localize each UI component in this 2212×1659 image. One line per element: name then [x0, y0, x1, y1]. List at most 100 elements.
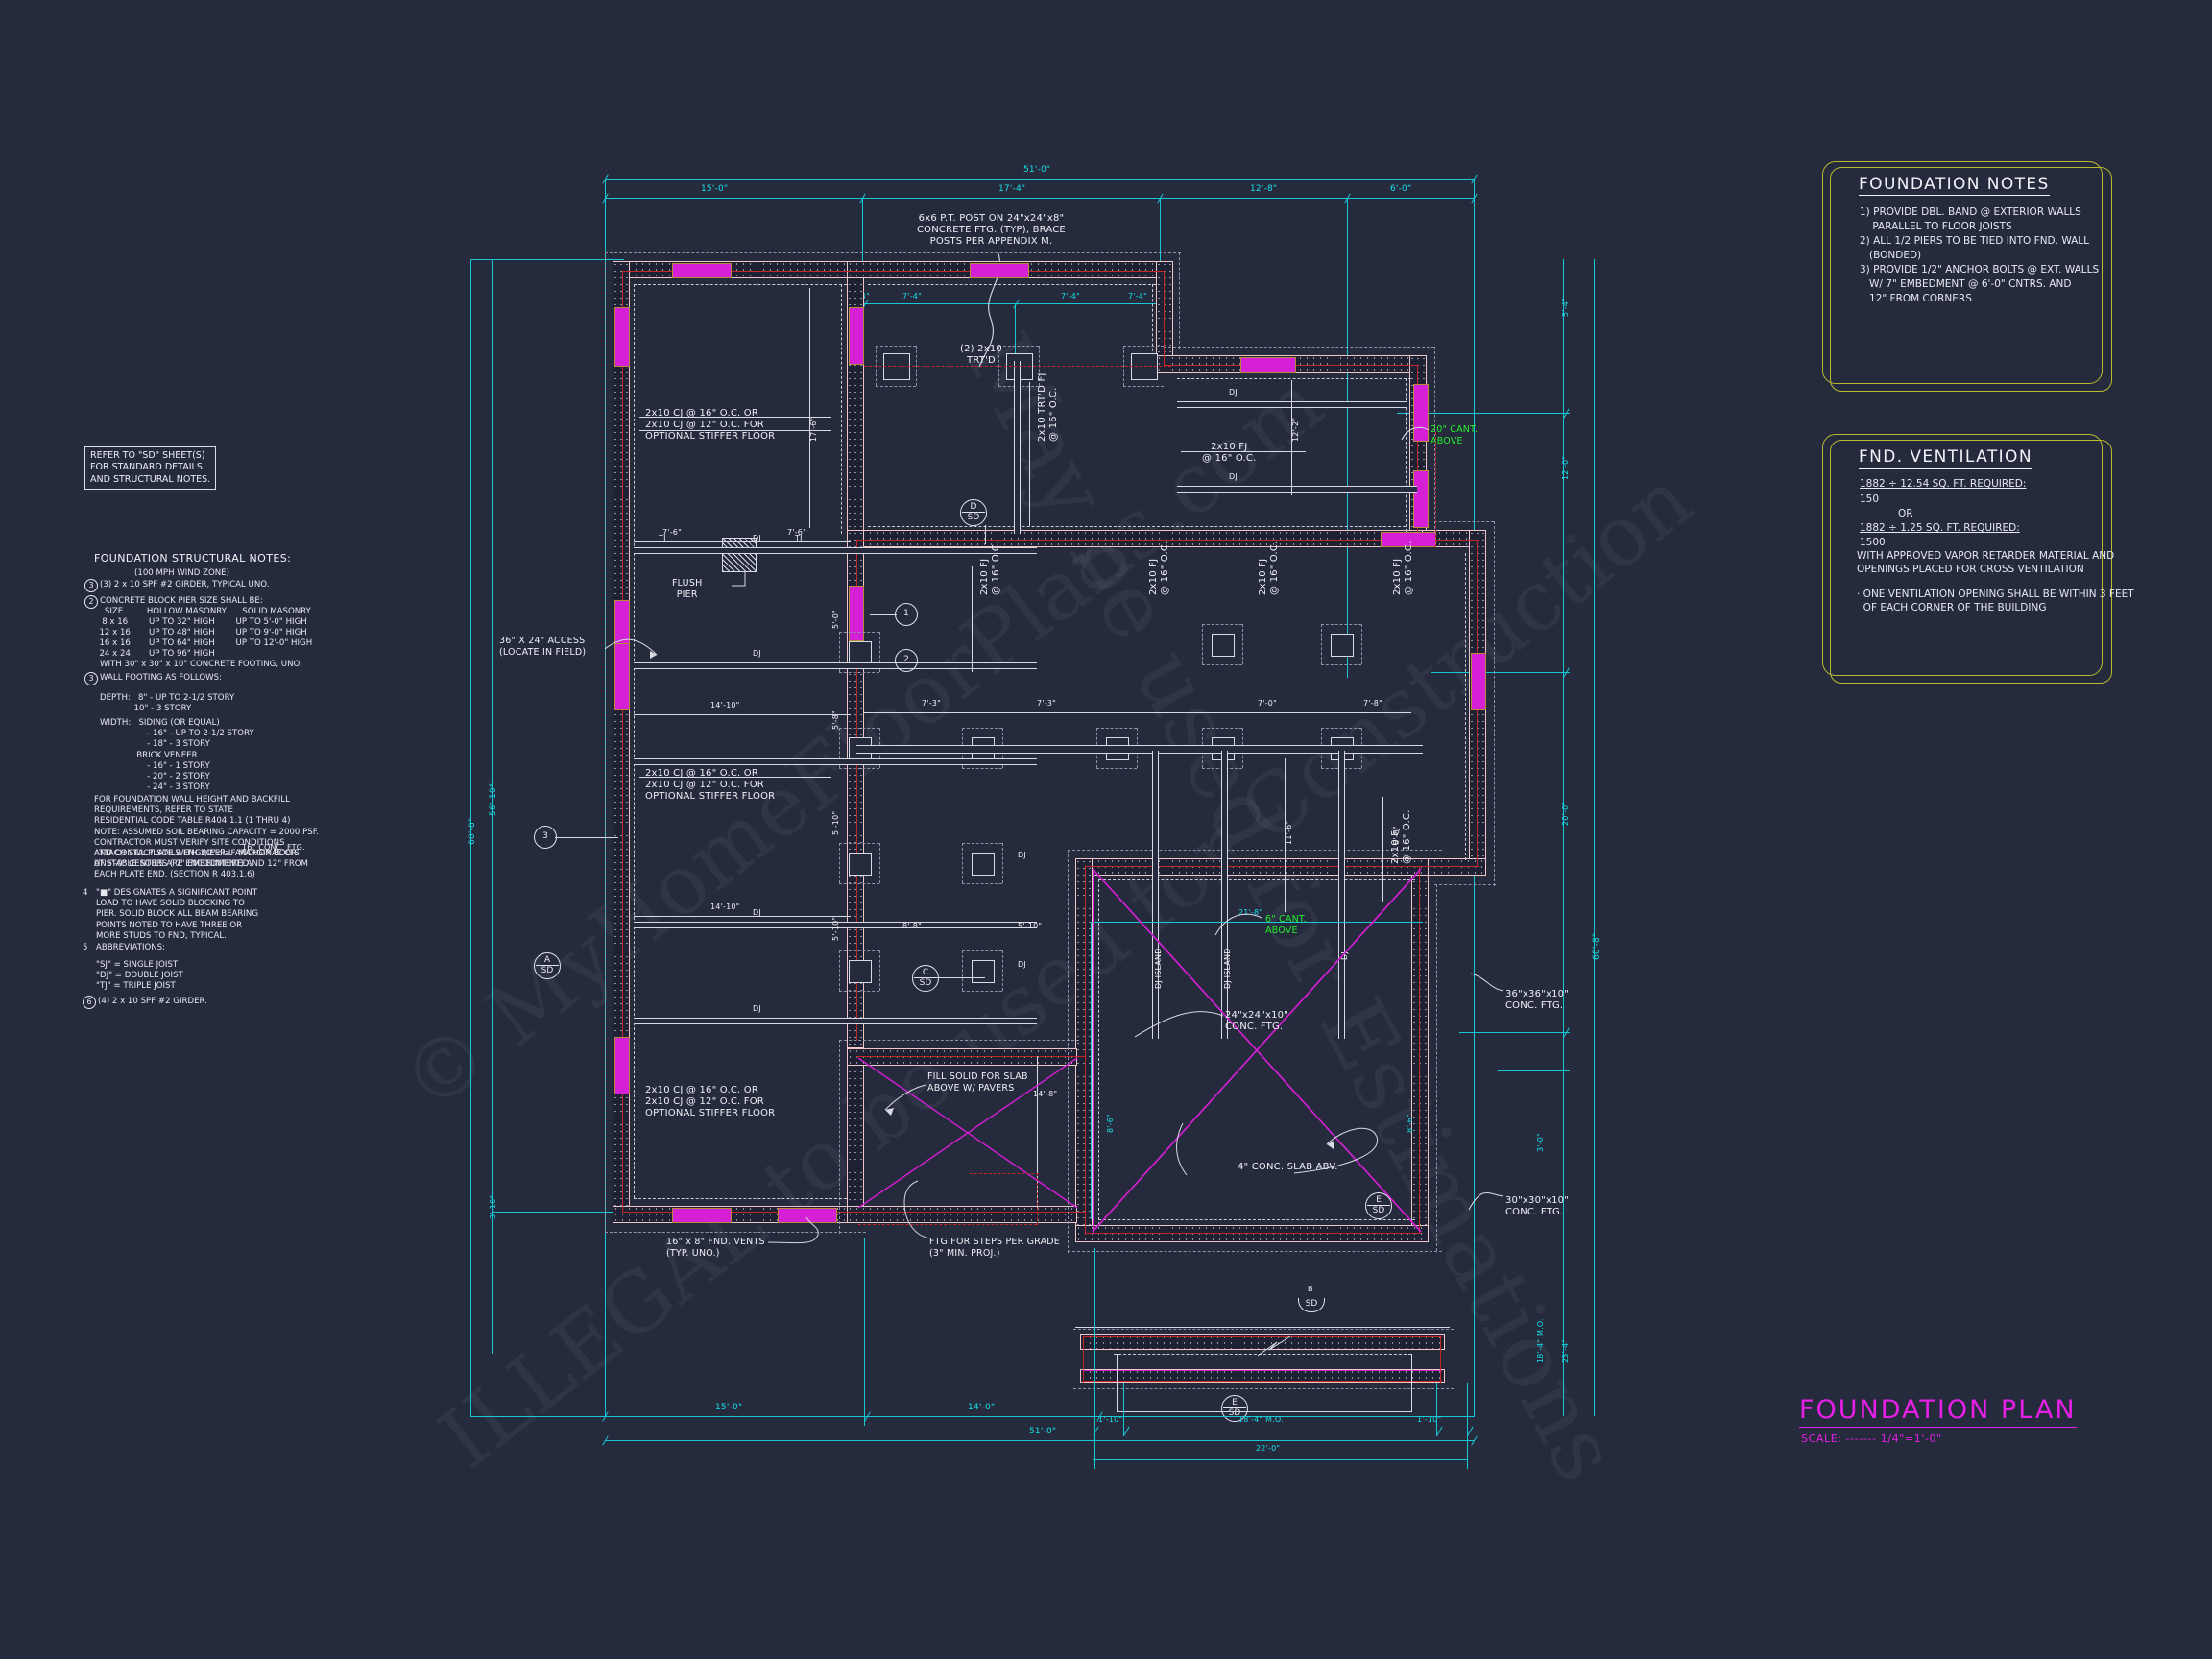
label-dj: DJ: [753, 908, 761, 917]
dim-12-2: 12'-2": [1291, 417, 1300, 442]
label-dj: DJ: [1018, 851, 1026, 859]
detail-bubble-E[interactable]: E SD: [1365, 1192, 1392, 1219]
dim-top-1: 17'-4": [998, 184, 1026, 194]
structural-note-4: "■" DESIGNATES A SIGNIFICANT POINT LOAD …: [96, 888, 259, 941]
dim-7-0: 7'-0": [1258, 699, 1277, 708]
bubble-id: E: [1232, 1398, 1238, 1407]
label-fj-16-left-v: 2x10 FJ @ 16" O.C.: [979, 541, 1002, 596]
pier: [972, 960, 995, 983]
pier-table-head: SIZE HOLLOW MASONRY SOLID MASONRY: [94, 607, 311, 616]
detail-bubble-3[interactable]: 3: [534, 826, 557, 849]
label-slab: 4" CONC. SLAB ABV.: [1238, 1162, 1338, 1172]
dim-top-sub-1: 7'-4": [1061, 292, 1080, 301]
refer-to-sd-box: REFER TO "SD" SHEET(S) FOR STANDARD DETA…: [84, 446, 217, 491]
dim-7-6-b: 7'-6": [787, 528, 806, 537]
dim-bottom-1: 14'-0": [968, 1403, 996, 1412]
detail-bubble-2[interactable]: 2: [895, 649, 918, 672]
detail-bubble-A[interactable]: A SD: [534, 952, 561, 979]
label-dj: DJ: [753, 1004, 761, 1013]
bubble-id: C: [922, 968, 929, 977]
dim-porch-0: 1'-10": [1098, 1415, 1123, 1424]
dim-14-8: 14'-8": [1033, 1090, 1058, 1098]
foundation-notes-box: [1822, 161, 2103, 384]
detail-bubble-C[interactable]: C SD: [912, 965, 939, 992]
beam-dj: [634, 922, 1037, 928]
detail-bubble-D[interactable]: D SD: [960, 499, 987, 526]
wall-lower-bay-bottom: [847, 1206, 1077, 1223]
pier: [849, 641, 872, 664]
structural-notes-subtitle: (100 MPH WIND ZONE): [134, 568, 229, 578]
fnd-ventilation-box: [1822, 434, 2103, 676]
structural-para-2: ATTACH SILL PLATE WITH 1/2"dia. ANCHOR B…: [94, 849, 308, 880]
foundation-vent: [778, 1208, 837, 1223]
label-dj: DJ: [1229, 388, 1238, 397]
structural-para-1: FOR FOUNDATION WALL HEIGHT AND BACKFILL …: [94, 795, 320, 870]
bubble-sheet: SD: [967, 513, 980, 522]
dim-porch-1: 18'-4" M.O.: [1238, 1415, 1284, 1424]
beam-v: [1014, 361, 1021, 534]
dim-porch-3: 22'-0": [1256, 1444, 1281, 1453]
note-number-5: 5: [83, 943, 88, 952]
foundation-vent: [672, 263, 732, 278]
beam-island-v: [1152, 751, 1159, 1039]
bubble-id: A: [543, 955, 551, 965]
fnd-vent-line-8: · ONE VENTILATION OPENING SHALL BE WITHI…: [1857, 589, 2134, 600]
label-ftg-36: 36"x36"x10" CONC. FTG.: [1505, 989, 1570, 1012]
wall-left-wing-right: [847, 261, 864, 540]
dim-line-top-row: [605, 198, 1474, 200]
beam-dj: [634, 662, 1037, 669]
structural-note-3: WALL FOOTING AS FOLLOWS:: [100, 673, 222, 683]
dim-line-bottom-overall: [605, 1440, 1474, 1442]
foundation-vent: [970, 263, 1029, 278]
dim-right-0: 5'-4": [1561, 298, 1570, 317]
dim-right-2: 20'-0": [1561, 801, 1570, 826]
dim-5-10-b: 5'-10": [831, 916, 840, 941]
dim-7-8: 7'-8": [1363, 699, 1382, 708]
dim-5-10-c: 5'-10": [1018, 922, 1043, 930]
foundation-vent: [1471, 653, 1486, 710]
dim-14-10-a: 14'-10": [710, 701, 740, 709]
beam-island-v: [1221, 751, 1228, 1039]
dim-top-overall: 51'-0": [1023, 165, 1051, 175]
detail-bubble-E2[interactable]: E SD: [1221, 1395, 1248, 1422]
label-dj: DJ: [753, 534, 761, 542]
dim-left-inner: 56'-10": [489, 782, 498, 816]
footing-depth: DEPTH: 8" - UP TO 2-1/2 STORY 10" - 3 ST…: [100, 693, 235, 714]
fnd-vent-line-3: OR: [1898, 508, 1913, 519]
dim-line-left-overall: [470, 259, 472, 1416]
detail-bubble-B[interactable]: SD: [1298, 1298, 1325, 1312]
wall-top-left-wing: [613, 261, 864, 278]
detail-bubble-1[interactable]: 1: [895, 603, 918, 626]
pier: [1212, 634, 1235, 657]
label-trtd: (2) 2x10 TRT'D: [960, 344, 1002, 367]
dim-14-10-b: 14'-10": [710, 902, 740, 911]
label-fj-16-right2-v: 2x10 FJ @ 16" O.C.: [1258, 541, 1281, 596]
fnd-ventilation-box-inner: [1830, 440, 2112, 684]
dim-bottom-0: 15'-0": [715, 1403, 743, 1412]
page-title: FOUNDATION PLAN: [1799, 1395, 2077, 1428]
dim-bottom-overall: 51'-0": [1029, 1427, 1057, 1436]
bubble-id: 1: [903, 609, 909, 618]
label-fj-16-far-v: 2x10 FJ @ 16" O.C.: [1392, 541, 1415, 596]
bubble-B-id: B: [1308, 1285, 1313, 1293]
foundation-vent: [672, 1208, 732, 1223]
label-conc-ftg-16: 16" CONC. FTG.: [242, 843, 305, 852]
foundation-vent: [849, 586, 864, 641]
dim-8-8: 8'-8": [902, 922, 922, 930]
label-fj-16-lower-v: 2x10 FJ @ 16" O.C.: [1390, 809, 1413, 865]
fnd-ventilation-title: FND. VENTILATION: [1859, 447, 2032, 469]
label-ftg-24: 24"x24"x10" CONC. FTG.: [1225, 1010, 1289, 1033]
dim-21-8: 21'-8": [1238, 908, 1263, 917]
dim-11-6: 11'-6": [1285, 820, 1293, 845]
pier: [849, 960, 872, 983]
wall-lower-bay-left: [847, 1048, 864, 1223]
dim-7-3-a: 7'-3": [922, 699, 941, 708]
dim-7-6-a: 7'-6": [662, 528, 682, 537]
structural-notes-title: FOUNDATION STRUCTURAL NOTES:: [94, 552, 292, 565]
beam-dj: [634, 547, 1037, 554]
bubble-id: 2: [903, 655, 909, 664]
dim-top-0: 15'-0": [701, 184, 729, 194]
dim-7-3-b: 7'-3": [1037, 699, 1056, 708]
dim-right-4: 23'-4": [1561, 1338, 1570, 1363]
